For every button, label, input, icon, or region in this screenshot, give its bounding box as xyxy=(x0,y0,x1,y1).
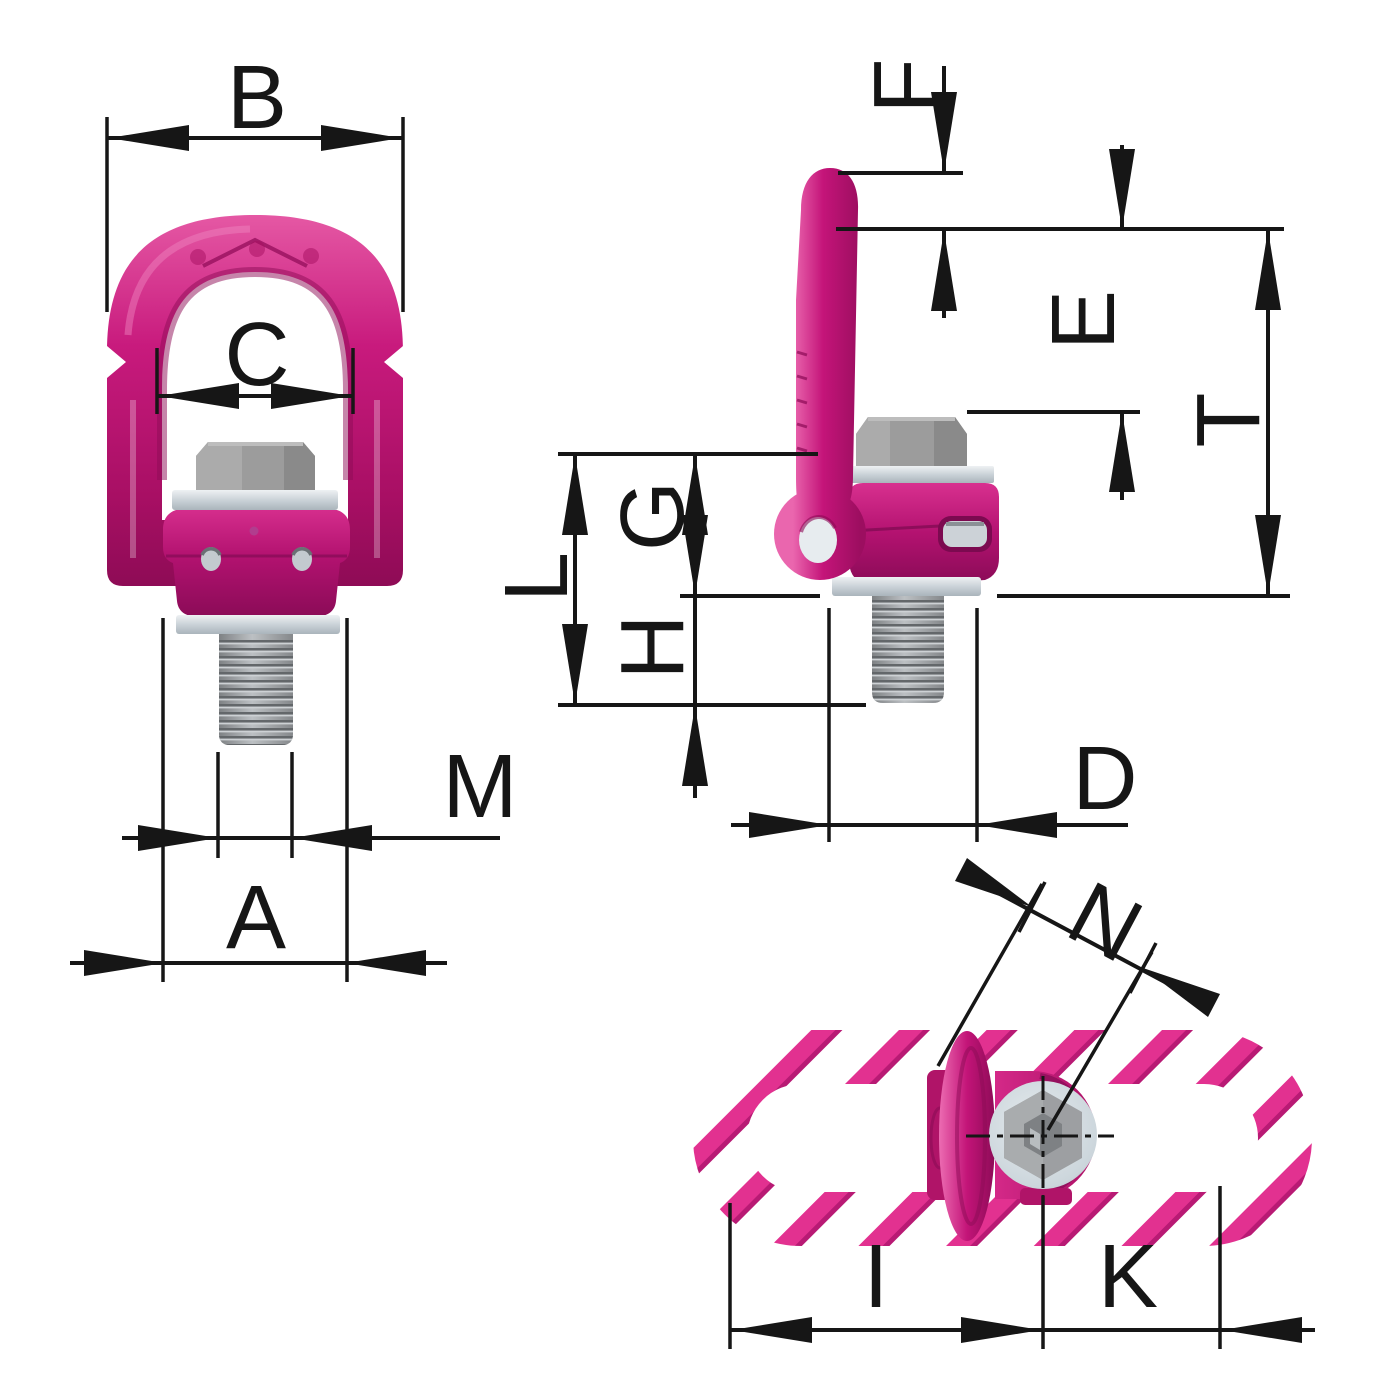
dimension-A: A xyxy=(70,618,447,982)
dim-label-T: T xyxy=(1179,393,1279,448)
front-view xyxy=(107,215,403,745)
arrowhead xyxy=(138,825,218,851)
arrowhead xyxy=(732,1317,812,1343)
arrowhead xyxy=(159,383,239,409)
hex-facet-left xyxy=(196,442,242,490)
dim-label-C: C xyxy=(225,305,290,405)
extension-line xyxy=(155,348,355,414)
washer-front-top xyxy=(172,490,338,510)
dimension-D: D xyxy=(731,608,1138,842)
dimension-F: F xyxy=(836,59,1284,318)
extension-line xyxy=(827,608,979,842)
arrowhead xyxy=(271,383,351,409)
bail-bar-rib xyxy=(796,350,808,453)
extension-line xyxy=(161,618,349,982)
bail-dimple xyxy=(190,249,206,265)
extension-line xyxy=(216,752,294,858)
center-pin-dot xyxy=(249,526,259,536)
arrowhead xyxy=(682,706,708,786)
arrowhead xyxy=(321,125,401,151)
extension-line xyxy=(728,1196,1045,1349)
arrowhead xyxy=(1222,1317,1302,1343)
dim-label-L: L xyxy=(487,552,587,602)
dimension-T: T xyxy=(997,229,1290,598)
arrowhead xyxy=(931,231,957,311)
arrowhead xyxy=(749,812,829,838)
dim-label-F: F xyxy=(856,59,956,114)
hex-facet-right xyxy=(284,442,315,490)
dimension-L: L xyxy=(487,452,866,707)
arrowhead xyxy=(682,515,708,595)
bail-bar-side xyxy=(796,168,859,508)
bail-chevron-crease xyxy=(202,237,308,268)
dim-label-N: N xyxy=(1053,863,1157,982)
arrowhead xyxy=(346,950,426,976)
arrowhead xyxy=(562,624,588,704)
dim-label-I: I xyxy=(863,1227,888,1327)
spanner-hole-shadow xyxy=(200,547,222,556)
thread-ridges xyxy=(219,638,293,745)
lock-slot-pin xyxy=(943,521,987,547)
mounting-surface-hatch xyxy=(693,1030,1312,1246)
body-front xyxy=(163,510,350,616)
hex-facet-right xyxy=(934,417,967,466)
arrowhead xyxy=(84,950,164,976)
thread-front xyxy=(219,634,293,745)
hex-socket-glint xyxy=(1030,1128,1040,1150)
washer-front-bottom xyxy=(176,615,340,634)
dimension-E: E xyxy=(967,145,1140,500)
dim-label-B: B xyxy=(227,48,287,148)
washer-side-bottom xyxy=(832,577,981,596)
bail-top-highlight xyxy=(124,225,251,336)
washer-side-top xyxy=(849,466,994,483)
side-view xyxy=(774,168,999,703)
spanner-hole xyxy=(292,547,312,571)
bail-eye-hole xyxy=(799,517,837,563)
dim-label-G: G xyxy=(603,481,703,551)
dimension-K: K xyxy=(1043,1186,1315,1349)
arrowhead xyxy=(109,125,189,151)
arrowhead xyxy=(1143,968,1220,1017)
bail-inner-shadow xyxy=(157,266,353,480)
arrowhead xyxy=(1109,412,1135,492)
bail-dimple xyxy=(249,241,265,257)
arrowhead xyxy=(292,825,372,851)
arrowhead xyxy=(1255,515,1281,595)
dimension-G: G xyxy=(603,454,820,598)
arrowhead xyxy=(977,812,1057,838)
arrowhead xyxy=(562,455,588,535)
spanner-hole xyxy=(201,547,221,571)
extension-line xyxy=(105,117,405,312)
bail-notch-left xyxy=(107,346,126,378)
arrowhead xyxy=(1255,230,1281,310)
thread-side xyxy=(872,596,944,703)
arrowhead xyxy=(1109,149,1135,229)
dim-label-M: M xyxy=(443,737,518,837)
bail-notch-right xyxy=(384,346,403,378)
top-view xyxy=(693,1030,1312,1246)
extension-line xyxy=(936,883,1154,1131)
body-side xyxy=(849,483,999,583)
dimension-I: I xyxy=(728,1196,1045,1349)
bail-dimple xyxy=(303,248,319,264)
dim-label-H: H xyxy=(603,615,703,680)
bail-eye-hole-rim xyxy=(799,515,837,533)
dim-label-K: K xyxy=(1098,1227,1158,1327)
dimension-B: B xyxy=(105,48,405,312)
arrowhead xyxy=(931,92,957,172)
bail-ring-front xyxy=(107,215,403,586)
dimension-H: H xyxy=(603,596,708,798)
arrowhead xyxy=(961,1317,1041,1343)
thread-ridges xyxy=(872,600,944,703)
dim-label-E: E xyxy=(1034,290,1134,350)
body-bottom-tab xyxy=(1020,1188,1072,1205)
spanner-hole-shadow xyxy=(291,547,313,556)
dim-label-D: D xyxy=(1073,729,1138,829)
dim-label-A: A xyxy=(226,868,286,968)
dimension-M: M xyxy=(122,737,517,858)
hex-facet-left xyxy=(856,417,890,466)
arrowhead xyxy=(955,858,1032,907)
dimension-C: C xyxy=(155,305,355,414)
